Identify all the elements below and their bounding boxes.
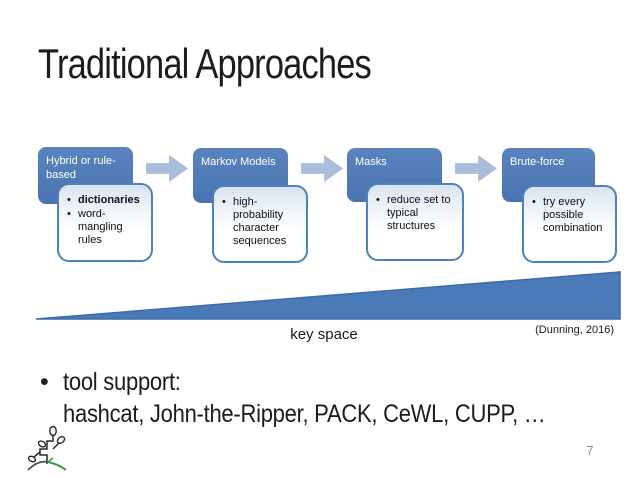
bullet-icon: • xyxy=(40,368,49,396)
page-title: Traditional Approaches xyxy=(38,40,372,87)
step-header-label: Brute-force xyxy=(510,156,565,168)
bullet-text: try every possible combination xyxy=(543,196,603,234)
bullet-text: dictionaries xyxy=(78,194,140,206)
bullet-text: reduce set to typical structures xyxy=(387,194,451,232)
step-header-label: Hybrid or rule-based xyxy=(46,155,116,182)
page-number: 7 xyxy=(586,443,594,458)
step-body-hybrid: • dictionaries • word-mangling rules xyxy=(57,183,153,262)
right-arrow-icon xyxy=(301,155,343,182)
bullet-text: high-probability character sequences xyxy=(233,196,287,247)
bullet-text: word-mangling rules xyxy=(78,207,123,246)
step-body-bruteforce: • try every possible combination xyxy=(522,185,617,263)
bullet-icon: • xyxy=(67,207,71,220)
list-item: • try every possible combination xyxy=(532,196,607,235)
key-space-label: key space xyxy=(290,326,358,343)
bullet-icon: • xyxy=(532,196,536,208)
citation-text: (Dunning, 2016) xyxy=(535,324,614,336)
right-arrow-icon xyxy=(146,155,188,182)
plant-logo-icon xyxy=(27,425,67,471)
tool-support-line2: hashcat, John-the-Ripper, PACK, CeWL, CU… xyxy=(63,400,546,428)
step-body-masks: • reduce set to typical structures xyxy=(366,183,464,261)
bullet-icon: • xyxy=(222,196,226,208)
tool-support-bullet: • tool support: hashcat, John-the-Ripper… xyxy=(38,366,611,430)
list-item: • word-mangling rules xyxy=(67,208,143,247)
tool-support-text: tool support: hashcat, John-the-Ripper, … xyxy=(63,366,546,430)
right-arrow-icon xyxy=(455,155,497,182)
bullet-icon: • xyxy=(67,194,71,206)
step-body-markov: • high-probability character sequences xyxy=(212,185,308,263)
bullet-icon: • xyxy=(376,194,380,206)
step-header-label: Markov Models xyxy=(201,156,276,168)
tool-support-line1: tool support: xyxy=(63,368,181,396)
list-item: • dictionaries xyxy=(67,194,143,207)
list-item: • reduce set to typical structures xyxy=(376,194,454,233)
key-space-wedge xyxy=(35,271,621,320)
step-header-label: Masks xyxy=(355,156,387,168)
list-item: • high-probability character sequences xyxy=(222,196,298,248)
